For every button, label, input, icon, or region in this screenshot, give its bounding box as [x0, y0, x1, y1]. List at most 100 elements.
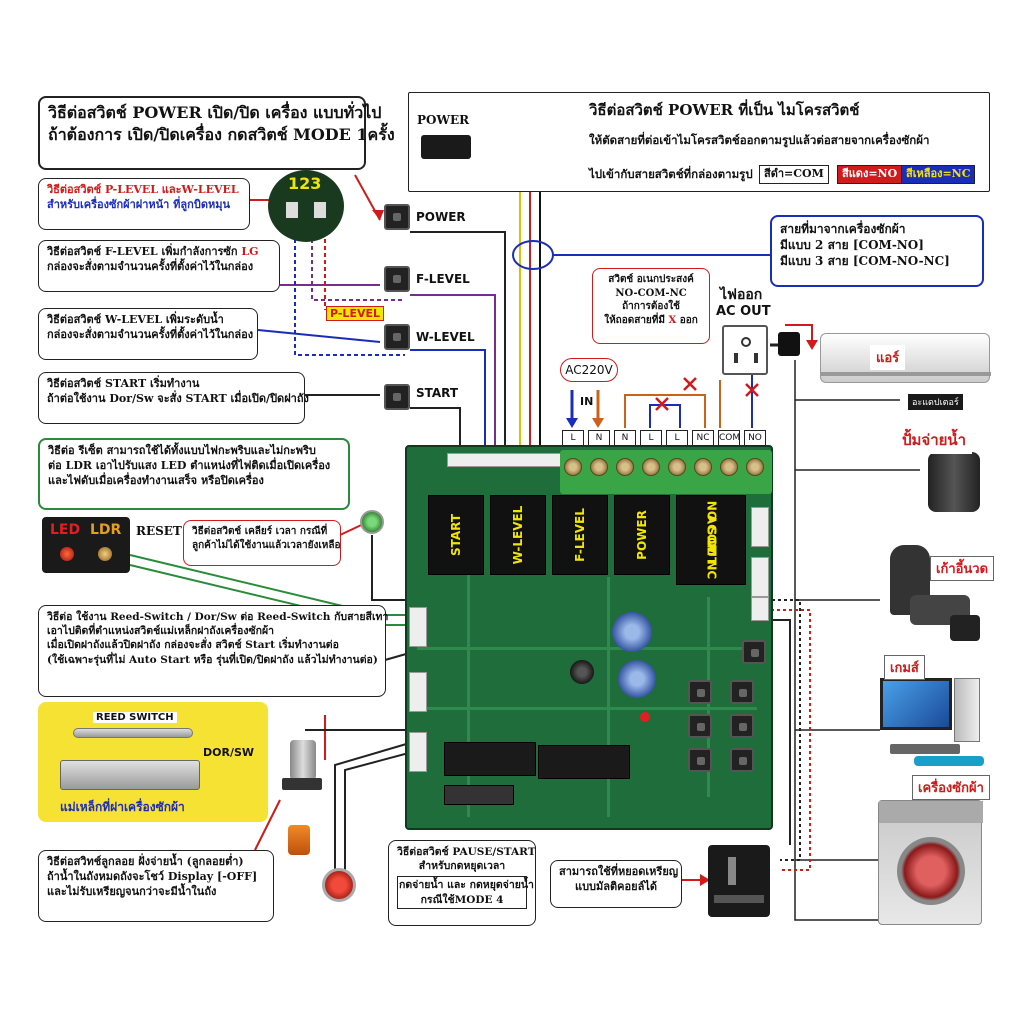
relay-power: POWER [614, 495, 670, 575]
power-push-button[interactable] [384, 204, 410, 230]
board-tactile-button[interactable] [730, 680, 754, 704]
coin-line2: แบบมัลติคอยล์ได้ [574, 879, 658, 893]
ldr-label: LDR [90, 522, 122, 538]
flevel-push-button[interactable] [384, 266, 410, 292]
plevel-wlevel-line1: วิธีต่อสวิตช์ P-LEVEL และW-LEVEL [47, 183, 239, 196]
switch-options-line2: NO-COM-NC [615, 287, 687, 299]
led-bulb-icon [60, 547, 74, 561]
reed-line2: เอาไปติดที่ตำแหน่งสวิตช์แม่เหล็กฝาถังเคร… [47, 625, 274, 638]
board-tactile-button[interactable] [688, 748, 712, 772]
game-label: เกมส์ [884, 655, 925, 680]
program-chip [444, 785, 514, 805]
red-no-tag: สีแดง=NO [837, 165, 903, 184]
float-switch-icon [282, 740, 322, 800]
coin-acceptor-icon [708, 845, 770, 917]
reed-switch-box: วิธีต่อ ใช้งาน Reed-Switch / Dor/Sw ต่อ … [38, 605, 388, 697]
micro-power-label: POWER [417, 113, 470, 127]
power-general-line2: ถ้าต้องการ เปิด/ปิดเครื่อง กดสวิตช์ MODE… [48, 124, 395, 144]
led-ldr-module: LED LDR [42, 517, 130, 573]
terminal-screw-icon [694, 458, 712, 476]
relay-label: POWER [635, 510, 649, 560]
ac-outlet-icon [722, 325, 768, 375]
reset-led-box: วิธีต่อ รีเซ็ต สามารถใช้ได้ทั้งแบบไฟกะพร… [38, 438, 350, 510]
wlevel-box: วิธีต่อสวิตช์ W-LEVEL เพิ่มระดับน้ำ กล่อ… [38, 308, 258, 360]
start-push-button[interactable] [384, 384, 410, 410]
capacitor-large-2 [618, 660, 656, 698]
flevel-button-label: F-LEVEL [416, 272, 470, 286]
terminal-block [560, 450, 772, 494]
terminal-screw-icon [564, 458, 582, 476]
pump-label: ปั้มจ่ายน้ำ [896, 426, 973, 454]
terminal-screw-icon [590, 458, 608, 476]
reset-led-line3: และไฟดับเมื่อเครื่องทำงานเสร็จ หรือปิดเค… [48, 473, 264, 487]
terminal-label-0: L [562, 430, 584, 446]
magnet-bar-icon [60, 760, 200, 790]
float-line2: ถ้าน้ำในถังหมดถังจะโชว์ Display [-OFF] [47, 869, 258, 883]
washer-wires-box: สายที่มาจากเครื่องซักผ้า มีแบบ 2 สาย [CO… [770, 215, 984, 287]
flevel-line1: วิธีต่อสวิตช์ F-LEVEL เพิ่มกำลังการซัก L… [47, 245, 259, 258]
ac220-badge: AC220V [560, 358, 618, 382]
wlevel-push-button[interactable] [384, 324, 410, 350]
aircon-label: แอร์ [870, 345, 906, 370]
reed-line4: (ใช้เฉพาะรุ่นที่ไม่ Auto Start หรือ รุ่น… [47, 653, 378, 666]
board-tactile-button[interactable] [688, 714, 712, 738]
relay-w-level: W-LEVEL [490, 495, 546, 575]
terminal-label-2: N [614, 430, 636, 446]
pause-line3: กดจ่ายน้ำ และ กดหยุดจ่ายน้ำ [399, 879, 534, 892]
washer-wires-line3: มีแบบ 3 สาย [COM-NO-NC] [780, 254, 950, 269]
micro-line2: ให้ตัดสายที่ต่อเข้าไมโครสวิตช์ออกตามรูปแ… [589, 133, 930, 147]
coin-box: สามารถใช้ที่หยอดเหรียญ แบบมัลติคอยล์ได้ [550, 860, 682, 908]
terminal-label-3: L [640, 430, 662, 446]
board-tactile-button[interactable] [730, 748, 754, 772]
relay-label: START [449, 513, 463, 557]
terminal-label-5: NC [692, 430, 714, 446]
terminal-label-4: L [666, 430, 688, 446]
terminal-screw-icon [616, 458, 634, 476]
float-ball-icon [288, 825, 310, 855]
float-switch-box: วิธีต่อสวิทช์ลูกลอย ฝั่งจ่ายน้ำ (ลูกลอยต… [38, 850, 274, 922]
switch-options-box: สวิตช์ อเนกประสงค์ NO-COM-NC ถ้าการต้องใ… [592, 268, 710, 344]
led-indicator [640, 712, 650, 722]
power-button-label: POWER [416, 210, 466, 224]
computer-icon [880, 678, 984, 768]
terminal-screw-icon [746, 458, 764, 476]
terminal-label-6: COM [718, 430, 740, 446]
terminal-screw-icon [720, 458, 738, 476]
plevel-tag: P-LEVEL [326, 306, 384, 321]
capacitor-small [570, 660, 594, 684]
board-tactile-button[interactable] [688, 680, 712, 704]
inverter-label: อะแดปเตอร์ [908, 394, 963, 410]
massage-chair-icon [880, 545, 980, 645]
capacitor-large-1 [612, 612, 652, 652]
ac220-label: AC220V [565, 363, 613, 377]
yellow-nc-tag: สีเหลือง=NC [901, 165, 976, 184]
terminal-label-7: NO [744, 430, 766, 446]
power-general-box: วิธีต่อสวิตช์ POWER เปิด/ปิด เครื่อง แบบ… [38, 96, 395, 170]
micro-line3: ไปเข้ากับสายสวิตช์ที่กล่องตามรูป [589, 167, 753, 181]
led-label: LED [50, 522, 81, 538]
dor-sw-label: DOR/SW [203, 746, 255, 759]
pause-start-button[interactable] [322, 868, 356, 902]
start-line2: ถ้าต่อใช้งาน Dor/Sw จะสั่ง START เมื่อเป… [47, 391, 309, 405]
wlevel-line1: วิธีต่อสวิตช์ W-LEVEL เพิ่มระดับน้ำ [47, 313, 224, 326]
ac-out-line2: AC OUT [716, 304, 771, 319]
reset-label: RESET [136, 524, 182, 538]
plevel-wlevel-box: วิธีต่อสวิตช์ P-LEVEL และW-LEVEL สำหรับเ… [38, 178, 250, 230]
wlevel-button-label: W-LEVEL [416, 330, 475, 344]
micro-switch-box: POWER วิธีต่อสวิตช์ POWER ที่เป็น ไมโครส… [408, 92, 990, 192]
lg-brand: LG [241, 245, 259, 258]
reed-switch-panel: REED SWITCH DOR/SW แม่เหล็กที่ฝาเครื่องซ… [38, 702, 268, 822]
flevel-line2: กล่องจะสั่งตามจำนวนครั้งที่ตั้งค่าไว้ในก… [47, 259, 254, 273]
dip-digits: 123 [288, 174, 322, 193]
board-tactile-button[interactable] [742, 640, 766, 664]
reed-switch-label: REED SWITCH [93, 712, 177, 723]
board-tactile-button[interactable] [730, 714, 754, 738]
start-button-label: START [416, 386, 459, 400]
washer-label: เครื่องซักผ้า [912, 775, 990, 800]
clear-time-button[interactable] [360, 510, 384, 534]
reed-line3: เมื่อเปิดฝาถังแล้วปิดฝาถัง กล่องจะสั่ง ส… [47, 639, 339, 652]
relay-start: START [428, 495, 484, 575]
pause-line2: สำหรับกดหยุดเวลา [418, 860, 506, 873]
dip-selector: 123 [268, 170, 344, 242]
